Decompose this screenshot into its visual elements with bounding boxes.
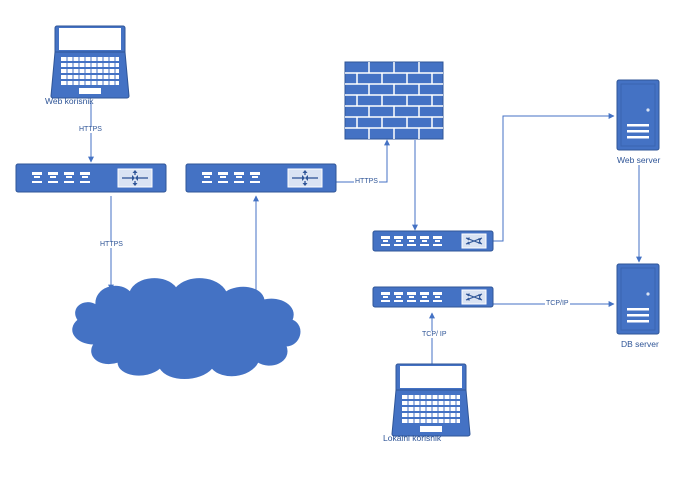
- edge-label-https: HTTPS: [78, 126, 103, 133]
- edge-label-tcpip: TCP/IP: [545, 300, 570, 307]
- switch-icon: [372, 286, 494, 308]
- router-icon: [185, 163, 337, 193]
- switch-icon: [372, 230, 494, 252]
- laptop-icon: [391, 363, 471, 437]
- web-user-label: Web korisnik: [45, 96, 94, 106]
- web-server-label: Web server: [617, 155, 661, 165]
- edge-label-https: HTTPS: [99, 241, 124, 248]
- server-icon: [616, 79, 660, 151]
- edge-label-tcpip: TCP/ IP: [421, 331, 448, 338]
- laptop-icon: [50, 25, 130, 99]
- local-user-label: Lokalni korisnik: [383, 433, 442, 443]
- cloud-icon: [72, 278, 301, 379]
- db-server-label: DB server: [621, 339, 659, 349]
- server-icon: [616, 263, 660, 335]
- edge-switch1-webserver: [492, 113, 615, 242]
- edge-label-https: HTTPS: [354, 178, 379, 185]
- router-icon: [15, 163, 167, 193]
- firewall-icon: [344, 61, 444, 140]
